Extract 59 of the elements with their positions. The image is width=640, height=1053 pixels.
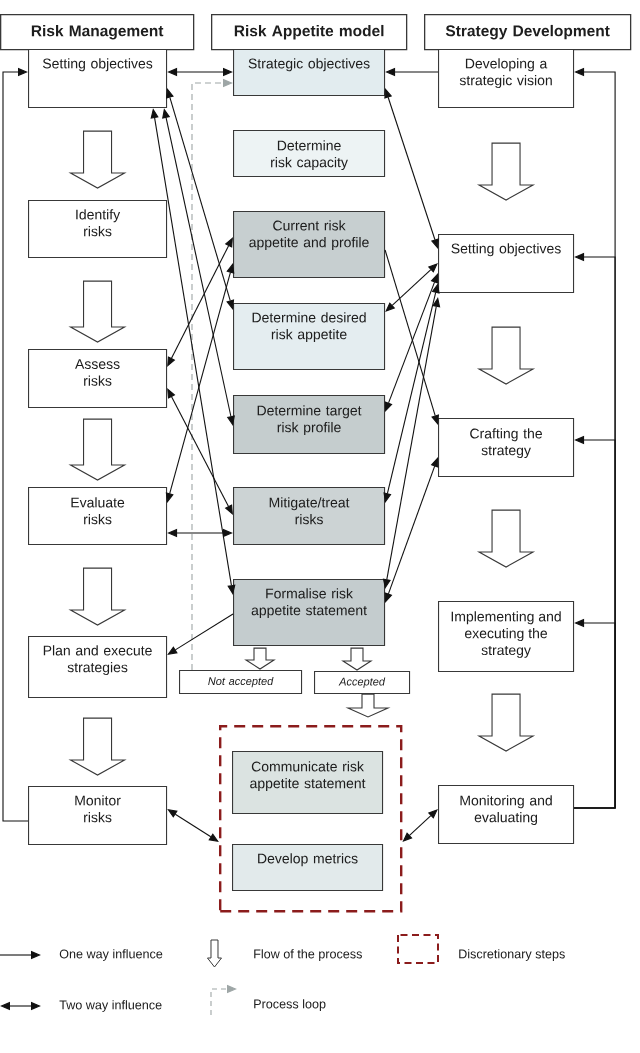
outcome-box: Accepted <box>314 671 411 695</box>
flow-arrow <box>68 280 127 343</box>
column-header: Strategy Development <box>424 14 632 51</box>
dashed-frame <box>219 725 403 913</box>
double-arrow <box>165 263 235 503</box>
column-header: Risk Appetite model <box>211 14 408 51</box>
process-box: Determine desired risk appetite <box>233 303 386 371</box>
double-arrow <box>402 809 438 842</box>
process-box: Current risk appetite and profile <box>233 211 386 279</box>
legend-text: One way influence <box>59 949 163 961</box>
legend-text: Flow of the process <box>254 949 362 961</box>
flow-arrow <box>476 693 536 752</box>
process-box: Strategic objectives <box>233 49 386 97</box>
process-box: Determine target risk profile <box>233 395 386 455</box>
double-arrow <box>384 88 439 249</box>
double-arrow <box>384 273 439 412</box>
flow-arrow <box>244 647 276 670</box>
flow-arrow <box>68 130 127 189</box>
process-box: Implementing and executing the strategy <box>438 601 575 673</box>
process-box: Monitor risks <box>28 786 168 846</box>
process-box: Mitigate/treat risks <box>233 487 386 546</box>
process-box: Monitoring and evaluating <box>438 785 575 845</box>
column-header: Risk Management <box>0 14 195 51</box>
arrow <box>167 613 234 655</box>
arrow <box>384 249 440 425</box>
flow-arrow <box>345 693 391 718</box>
process-box: Setting objectives <box>438 234 575 294</box>
process-box: Determine risk capacity <box>233 130 386 178</box>
outcome-box: Not accepted <box>179 670 303 695</box>
flow-arrow <box>68 567 127 626</box>
double-arrow <box>382 297 441 589</box>
process-box: Crafting the strategy <box>438 418 575 478</box>
flow-arrow <box>476 326 536 385</box>
double-arrow <box>167 388 233 515</box>
double-arrow <box>383 283 440 503</box>
process-box: Communicate risk appetite statement <box>232 751 384 815</box>
flow-arrow <box>68 717 127 776</box>
process-box: Setting objectives <box>28 49 168 109</box>
double-arrow <box>384 457 439 603</box>
double-arrow <box>385 263 438 312</box>
flow-arrow <box>341 647 373 671</box>
process-box: Developing a strategic vision <box>438 49 575 109</box>
process-box: Develop metrics <box>232 844 384 892</box>
flow-arrow <box>476 509 536 568</box>
process-box: Identify risks <box>28 200 168 259</box>
process-box: Evaluate risks <box>28 487 168 546</box>
double-arrow <box>167 237 233 367</box>
double-arrow <box>165 88 235 310</box>
legend-text: Two way influence <box>59 1000 162 1012</box>
process-box: Formalise risk appetite statement <box>233 579 386 647</box>
flow-arrow <box>68 418 127 481</box>
legend-text: Process loop <box>254 999 326 1011</box>
feedback-arrow <box>2 67 29 822</box>
legend-text: Discretionary steps <box>459 949 565 961</box>
double-arrow <box>167 809 219 842</box>
dashed-arrow <box>191 78 233 671</box>
flow-arrow <box>476 142 536 201</box>
process-box: Plan and execute strategies <box>28 636 168 699</box>
process-box: Assess risks <box>28 349 168 409</box>
